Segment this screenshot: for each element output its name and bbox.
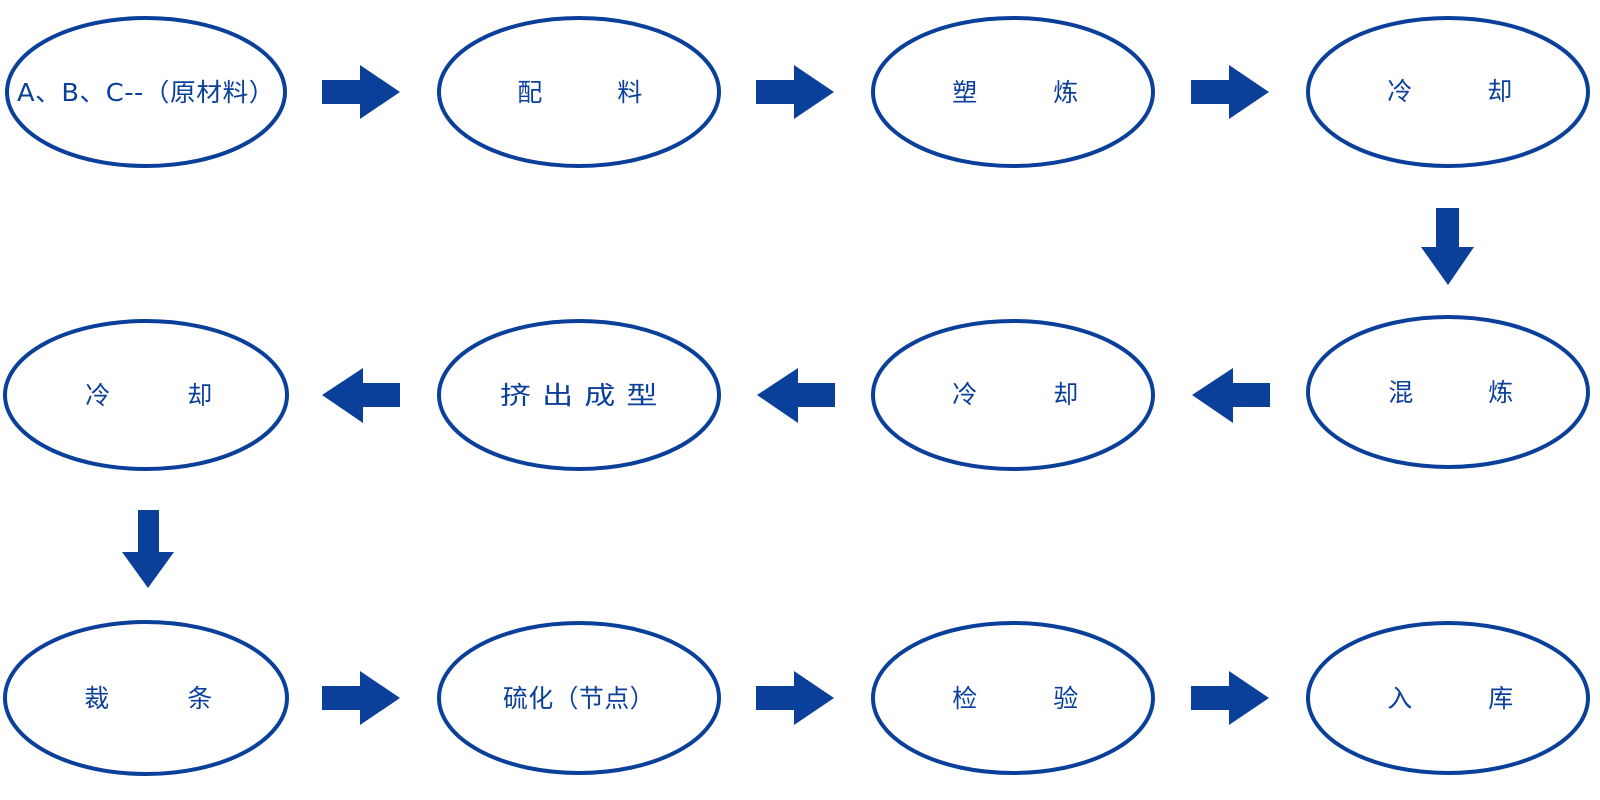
arrow-cooling-1-to-compounding xyxy=(1421,208,1474,285)
node-label-left: 裁 xyxy=(84,684,110,713)
node-ellipse xyxy=(871,319,1155,471)
node-label-right: 炼 xyxy=(1488,378,1514,407)
node-label-left: 入 xyxy=(1387,684,1413,713)
arrow-compounding-to-cooling-2 xyxy=(1192,368,1270,423)
arrow-right-icon xyxy=(322,65,400,119)
node-vulcanization: 硫化（节点） xyxy=(437,621,721,775)
node-label-left: 冷 xyxy=(85,381,111,410)
node-label-left: 混 xyxy=(1388,378,1414,407)
node-label-left: 塑 xyxy=(952,78,978,107)
node-ellipse xyxy=(3,319,289,471)
arrow-cooling-2-to-extrusion xyxy=(757,368,835,423)
node-label-right: 料 xyxy=(617,78,643,107)
node-ellipse xyxy=(871,621,1155,775)
node-label-left: 冷 xyxy=(1387,77,1413,106)
node-ellipse xyxy=(3,620,289,776)
node-ellipse xyxy=(437,319,721,471)
node-label-left: 检 xyxy=(952,684,978,713)
arrow-down-icon xyxy=(122,510,174,588)
arrow-extrusion-to-cooling-3 xyxy=(322,368,400,423)
node-cooling-3: 冷 却 xyxy=(3,319,289,471)
node-ellipse xyxy=(437,621,721,775)
node-ellipse xyxy=(1306,315,1590,469)
arrow-left-icon xyxy=(322,368,400,423)
arrow-right-icon xyxy=(756,671,834,725)
node-mixing: 配 料 xyxy=(437,16,721,168)
node-label-right: 却 xyxy=(187,381,213,410)
node-label-right: 却 xyxy=(1487,77,1513,106)
node-label-right: 却 xyxy=(1053,380,1079,409)
node-ellipse xyxy=(437,16,721,168)
arrow-vulcanization-to-inspection xyxy=(756,671,834,725)
node-ellipse xyxy=(1306,621,1590,775)
arrow-right-icon xyxy=(1191,65,1269,119)
arrow-cutting-to-vulcanization xyxy=(322,671,400,725)
node-warehousing: 入 库 xyxy=(1306,621,1590,775)
arrow-right-icon xyxy=(1191,671,1269,725)
arrow-raw-to-mixing xyxy=(322,65,400,119)
node-label-left: 配 xyxy=(517,78,543,107)
node-label: 硫化（节点） xyxy=(503,684,655,713)
arrow-down-icon xyxy=(1421,208,1474,285)
arrow-cooling-3-to-cutting xyxy=(122,510,174,588)
node-label-left: 冷 xyxy=(952,380,978,409)
node-label-right: 条 xyxy=(187,684,213,713)
node-raw-materials: A、B、C--（原材料） xyxy=(5,16,287,168)
arrow-mixing-to-plasticizing xyxy=(756,65,834,119)
node-cooling-1: 冷 却 xyxy=(1306,16,1590,168)
node-plasticizing: 塑 炼 xyxy=(871,16,1155,168)
node-extrusion: 挤 出 成 型 xyxy=(437,319,721,471)
arrow-plasticizing-to-cooling-1 xyxy=(1191,65,1269,119)
node-label-right: 验 xyxy=(1053,684,1079,713)
node-inspection: 检 验 xyxy=(871,621,1155,775)
node-label-right: 库 xyxy=(1488,684,1514,713)
node-label-right: 炼 xyxy=(1053,78,1079,107)
node-compounding: 混 炼 xyxy=(1306,315,1590,469)
arrow-left-icon xyxy=(1192,368,1270,423)
node-label: 挤 出 成 型 xyxy=(500,381,658,410)
arrow-right-icon xyxy=(756,65,834,119)
node-cutting: 裁 条 xyxy=(3,620,289,776)
arrow-left-icon xyxy=(757,368,835,423)
arrow-inspection-to-warehousing xyxy=(1191,671,1269,725)
node-ellipse xyxy=(1306,16,1590,168)
node-ellipse xyxy=(5,16,287,168)
arrow-right-icon xyxy=(322,671,400,725)
node-cooling-2: 冷 却 xyxy=(871,319,1155,471)
node-ellipse xyxy=(871,16,1155,168)
node-label: A、B、C--（原材料） xyxy=(17,78,275,107)
